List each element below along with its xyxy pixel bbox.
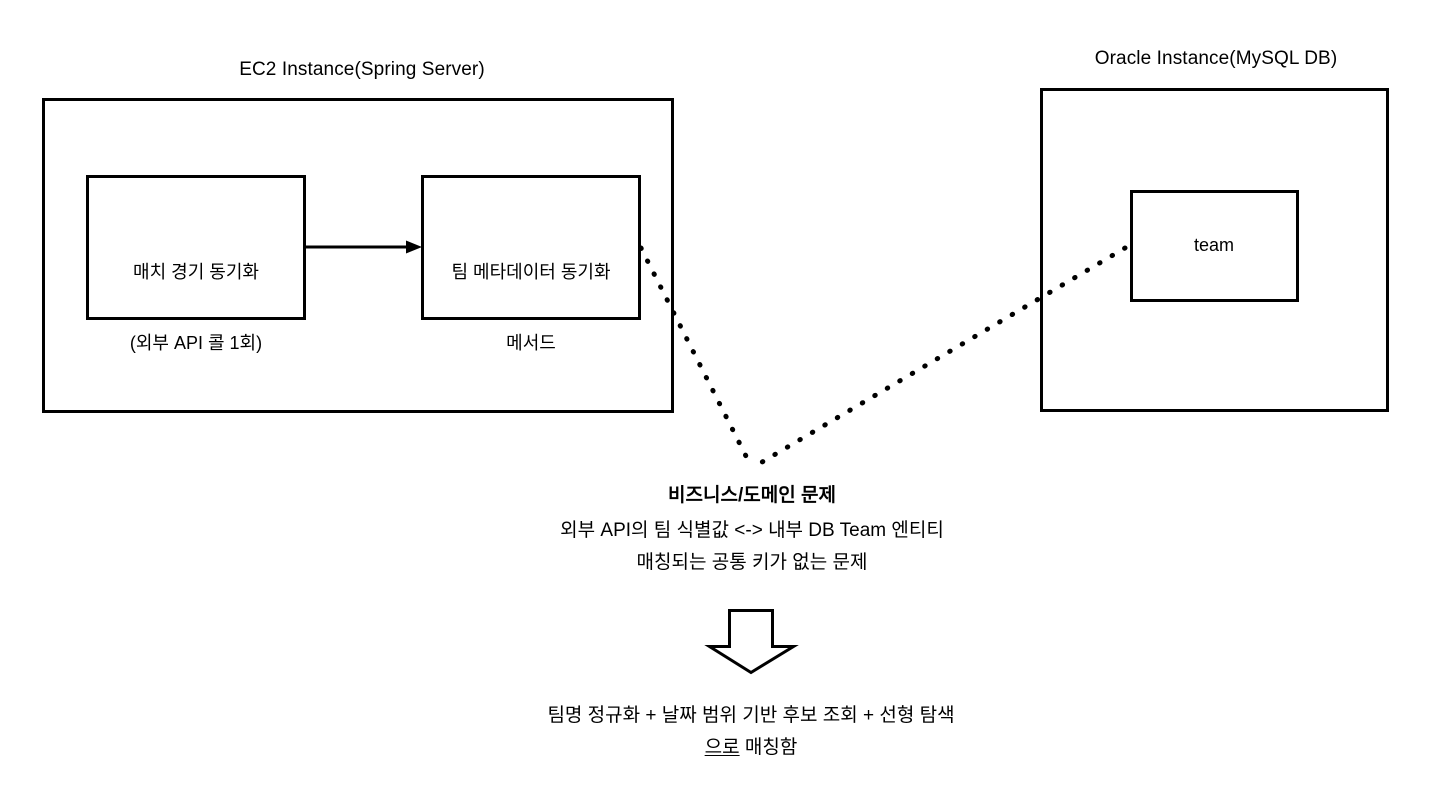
problem-note-line1: 외부 API의 팀 식별값 <-> 내부 DB Team 엔티티 [560,520,944,541]
solution-note-line2: 으로 매칭함 [705,735,798,760]
box-team-table-text: team [1193,235,1235,255]
box-match-sync-line2: (외부 API 콜 1회) [129,332,263,353]
down-arrow-icon [704,609,799,675]
box-team-meta-sync-line1: 팀 메타데이터 동기화 [451,261,611,282]
box-team-meta-sync-line2: 메서드 [506,332,556,353]
box-team-meta-sync-text: 팀 메타데이터 동기화 메서드 [426,213,636,403]
oracle-instance-label: Oracle Instance(MySQL DB) [1094,48,1338,69]
solution-note-line2-rest: 매칭함 [739,737,798,758]
box-match-sync-line1: 매치 경기 동기화 [133,261,259,282]
solution-note-line1: 팀명 정규화 + 날짜 범위 기반 후보 조회 + 선형 탐색 [547,705,955,726]
connector-team-to-problem-dotted [749,245,1128,471]
connector-meta-to-problem-dotted [638,245,755,471]
box-match-sync-text: 매치 경기 동기화 (외부 API 콜 1회) [91,213,301,403]
box-match-sync [86,175,306,320]
box-team-table [1130,190,1299,302]
oracle-instance-container [1040,88,1389,412]
ec2-instance-container [42,98,674,413]
ec2-instance-label: EC2 Instance(Spring Server) [239,59,485,80]
connector-match-to-meta-arrow [305,240,422,254]
box-team-meta-sync [421,175,641,320]
solution-note-line2-underlined: 으로 [704,737,740,758]
problem-note-line2: 매칭되는 공통 키가 없는 문제 [636,552,868,573]
problem-note-title: 비즈니스/도메인 문제 [668,485,836,506]
